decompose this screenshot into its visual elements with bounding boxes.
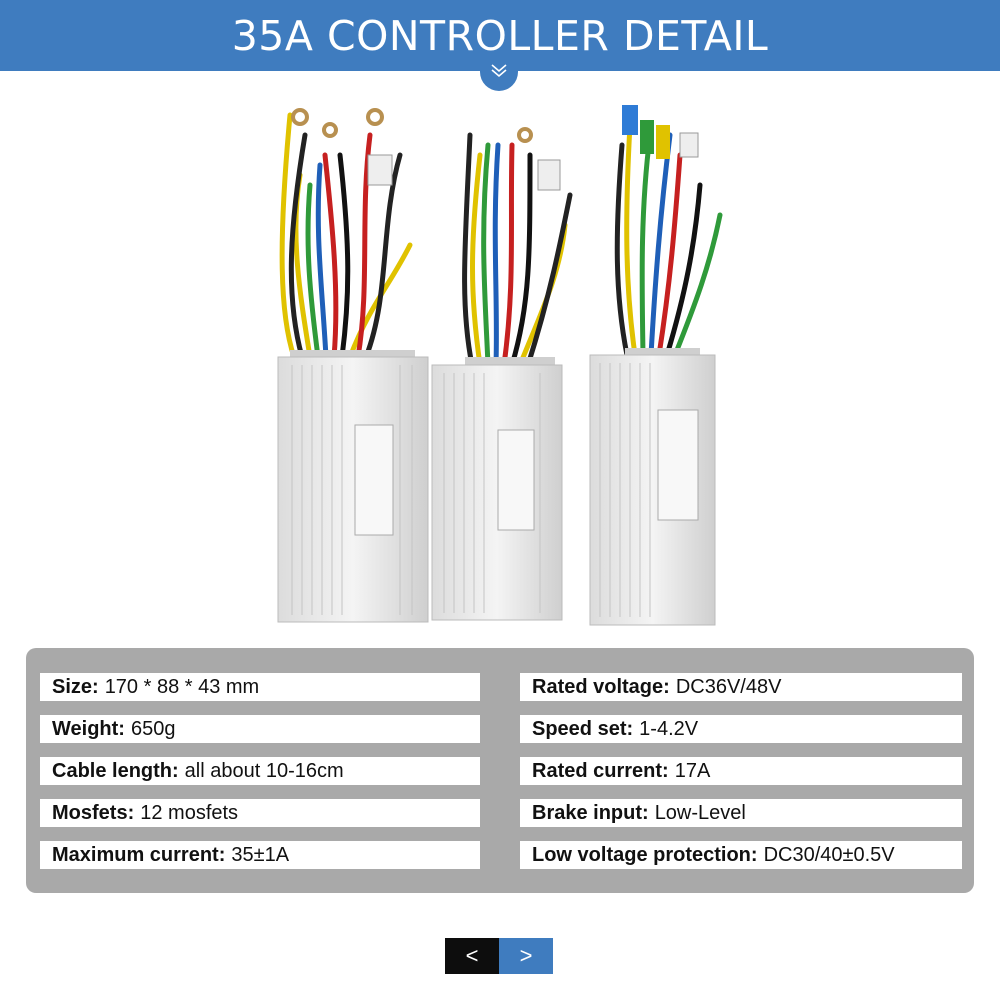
spec-value: 1-4.2V <box>639 717 699 740</box>
specs-panel: Size:170 * 88 * 43 mm Weight:650g Cable … <box>26 648 974 893</box>
spec-key: Maximum current: <box>52 843 226 866</box>
spec-key: Mosfets: <box>52 801 135 824</box>
spec-key: Brake input: <box>532 801 649 824</box>
pager: < > <box>445 938 553 974</box>
spec-key: Cable length: <box>52 759 179 782</box>
prev-button[interactable]: < <box>445 938 499 974</box>
spec-value: all about 10-16cm <box>184 759 344 782</box>
next-button[interactable]: > <box>499 938 553 974</box>
spec-value: 12 mosfets <box>140 801 239 824</box>
controller-unit <box>589 105 723 626</box>
spec-maximum-current: Maximum current:35±1A <box>40 841 480 869</box>
spec-size: Size:170 * 88 * 43 mm <box>40 673 480 701</box>
page-header: 35A CONTROLLER DETAIL <box>0 0 1000 71</box>
product-photo <box>277 105 723 626</box>
page-title: 35A CONTROLLER DETAIL <box>231 11 769 60</box>
spec-cable-length: Cable length:all about 10-16cm <box>40 757 480 785</box>
spec-key: Speed set: <box>532 717 634 740</box>
spec-rated-voltage: Rated voltage:DC36V/48V <box>520 673 962 701</box>
controller-unit <box>431 127 573 621</box>
spec-brake-input: Brake input:Low-Level <box>520 799 962 827</box>
double-chevron-down-icon <box>491 64 507 78</box>
spec-value: Low-Level <box>654 801 746 824</box>
controller-unit <box>277 108 429 623</box>
spec-speed-set: Speed set:1-4.2V <box>520 715 962 743</box>
spec-mosfets: Mosfets:12 mosfets <box>40 799 480 827</box>
spec-key: Low voltage protection: <box>532 843 758 866</box>
spec-rated-current: Rated current:17A <box>520 757 962 785</box>
spec-value: 170 * 88 * 43 mm <box>104 675 260 698</box>
spec-value: 650g <box>130 717 176 740</box>
spec-value: DC30/40±0.5V <box>763 843 895 866</box>
spec-key: Rated voltage: <box>532 675 670 698</box>
spec-key: Rated current: <box>532 759 669 782</box>
spec-weight: Weight:650g <box>40 715 480 743</box>
spec-key: Weight: <box>52 717 125 740</box>
spec-value: DC36V/48V <box>675 675 782 698</box>
spec-key: Size: <box>52 675 99 698</box>
spec-value: 17A <box>674 759 711 782</box>
scroll-down-badge[interactable] <box>480 61 518 91</box>
spec-low-voltage-protection: Low voltage protection:DC30/40±0.5V <box>520 841 962 869</box>
spec-value: 35±1A <box>231 843 290 866</box>
